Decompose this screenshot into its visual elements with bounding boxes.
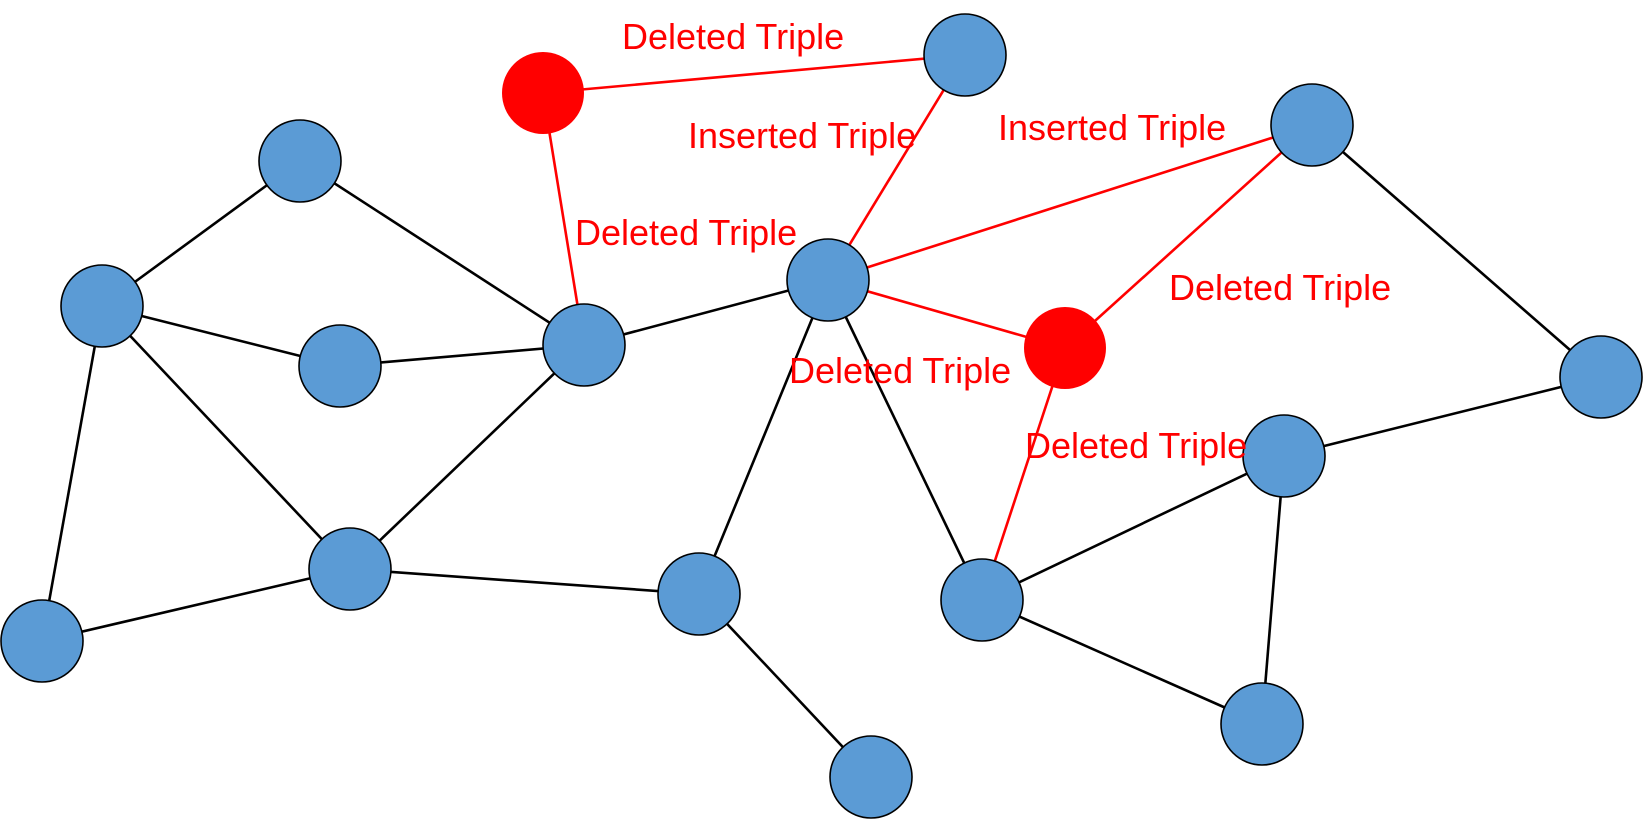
nodes — [0, 13, 1643, 819]
edge-center-hub-to-lower-right — [826, 279, 984, 601]
node-bottom-right — [1220, 682, 1304, 766]
node-lower-center — [657, 552, 741, 636]
node-bottom-left — [0, 599, 84, 683]
edge-left-to-lower-left-center — [101, 305, 351, 570]
node-right-middle — [1242, 414, 1326, 498]
node-far-right — [1559, 335, 1643, 419]
edge-lower-center-to-bottom-center — [698, 593, 872, 778]
edge-lower-right-to-right-middle — [981, 454, 1285, 602]
changed-edge-center-hub-to-top-right-2 — [827, 123, 1313, 282]
edge-upper-left-to-mid — [299, 159, 585, 347]
label-inserted-right: Inserted Triple — [998, 107, 1226, 148]
edge-right-middle-to-far-right — [1283, 375, 1602, 458]
edge-left-to-bottom-left — [40, 305, 104, 642]
changed-edge-top-right-1-to-center-hub — [826, 54, 967, 281]
changed-edge-red-top-to-top-right-1 — [542, 53, 966, 95]
edge-top-right-2-to-far-right — [1311, 124, 1602, 378]
node-red-center — [1024, 307, 1106, 389]
edge-mid-to-lower-left-center — [349, 344, 585, 570]
node-bottom-center — [829, 735, 913, 819]
node-lower-left-center — [308, 527, 392, 611]
edge-labels: Deleted Triple Inserted Triple Inserted … — [575, 16, 1391, 466]
label-deleted-left-vertical: Deleted Triple — [575, 212, 797, 253]
node-red-top — [502, 52, 584, 134]
label-deleted-center: Deleted Triple — [789, 350, 1011, 391]
label-deleted-top: Deleted Triple — [622, 16, 844, 57]
node-mid — [542, 303, 626, 387]
node-top-right-1 — [923, 13, 1007, 97]
node-lower-right — [940, 558, 1024, 642]
changed-edge-red-center-to-lower-right — [980, 347, 1067, 601]
edge-lower-center-to-center-hub — [697, 279, 830, 595]
changed-edge-red-top-to-mid — [541, 92, 586, 346]
node-top-right-2 — [1270, 83, 1354, 167]
node-upper-left — [258, 119, 342, 203]
edge-lower-left-center-to-lower-center — [349, 567, 700, 596]
edge-mid-to-center-hub — [583, 278, 829, 347]
changed-edge-red-center-to-top-right-2 — [1064, 124, 1313, 349]
edge-lower-right-to-bottom-right — [981, 598, 1263, 726]
edge-lower-left-center-to-bottom-left — [41, 567, 351, 643]
label-deleted-right-diagonal: Deleted Triple — [1169, 267, 1391, 308]
edge-right-middle-to-bottom-right — [1260, 455, 1286, 725]
node-mid-left — [298, 324, 382, 408]
label-inserted-upper: Inserted Triple — [688, 115, 916, 156]
node-left — [60, 264, 144, 348]
label-deleted-lower: Deleted Triple — [1025, 425, 1247, 466]
node-center-hub — [786, 238, 870, 322]
